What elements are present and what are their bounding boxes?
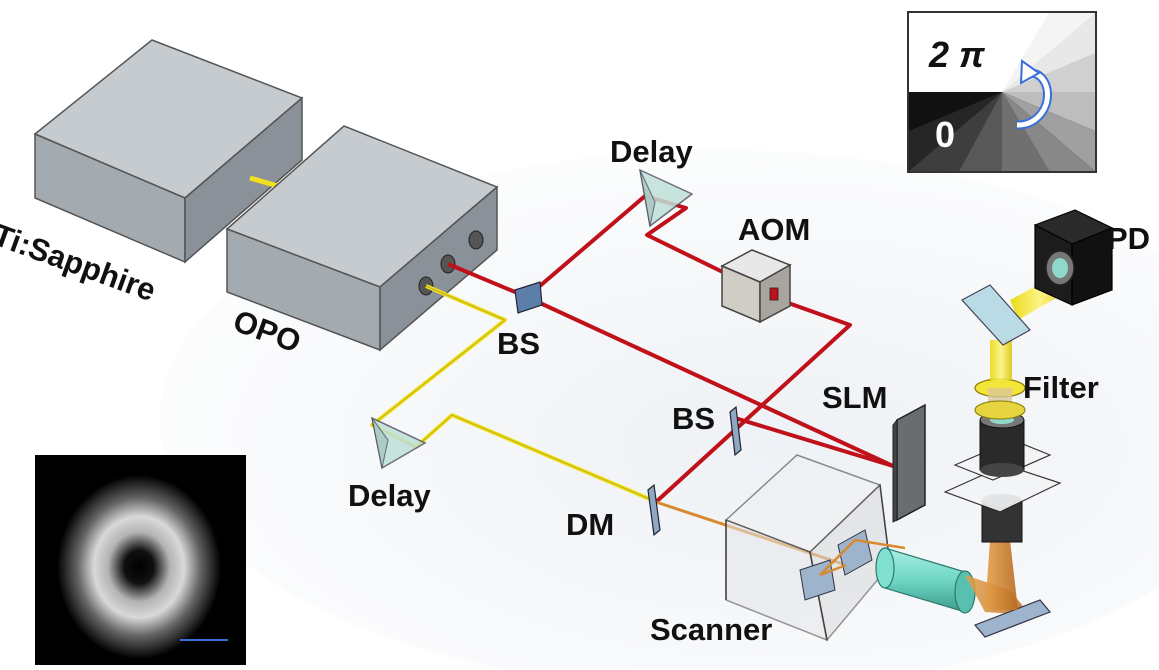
ti-sapphire-box: [33, 39, 304, 264]
label-delay-bottom: Delay: [348, 478, 431, 513]
donut-beam-profile: [35, 455, 246, 665]
label-aom: AOM: [738, 212, 811, 247]
bottom-mirror: [974, 599, 1051, 638]
phase-spiral-graphic: [909, 13, 1095, 171]
label-dm: DM: [566, 507, 615, 542]
label-slm: SLM: [822, 380, 888, 415]
signal-beam: [990, 340, 1012, 380]
tube-lens: [875, 547, 976, 614]
opo-port-1: [468, 230, 484, 250]
photodetector: [1033, 209, 1114, 306]
label-bs-top: BS: [497, 326, 541, 361]
phase-mask-inset: 2 π 0: [907, 11, 1097, 173]
phase-label-0: 0: [935, 114, 956, 155]
slm-device: [892, 403, 926, 523]
label-filter: Filter: [1023, 370, 1099, 405]
pickoff-mirror: [961, 284, 1031, 346]
opo-box: [225, 125, 499, 352]
phase-label-2pi: 2 π: [929, 34, 985, 75]
red-beam-paths: [447, 194, 894, 504]
beam-splitter-middle: [729, 405, 742, 457]
scan-beam: [819, 538, 906, 577]
delay-prism-bottom: [370, 416, 427, 470]
beam-splitter-top: [514, 281, 543, 314]
collection-objective: [979, 411, 1025, 477]
vertical-beam: [985, 540, 1018, 610]
label-bs-mid: BS: [672, 401, 716, 436]
label-scanner: Scanner: [650, 612, 773, 647]
donut-beam-image: [35, 455, 246, 665]
delay-prism-top: [639, 168, 694, 228]
label-pd: PD: [1107, 221, 1151, 256]
pump-beam: [249, 175, 279, 189]
label-delay-top: Delay: [610, 134, 693, 169]
filter-element: [974, 378, 1026, 420]
aom-device: [720, 249, 792, 324]
dichroic-mirror: [647, 483, 661, 537]
